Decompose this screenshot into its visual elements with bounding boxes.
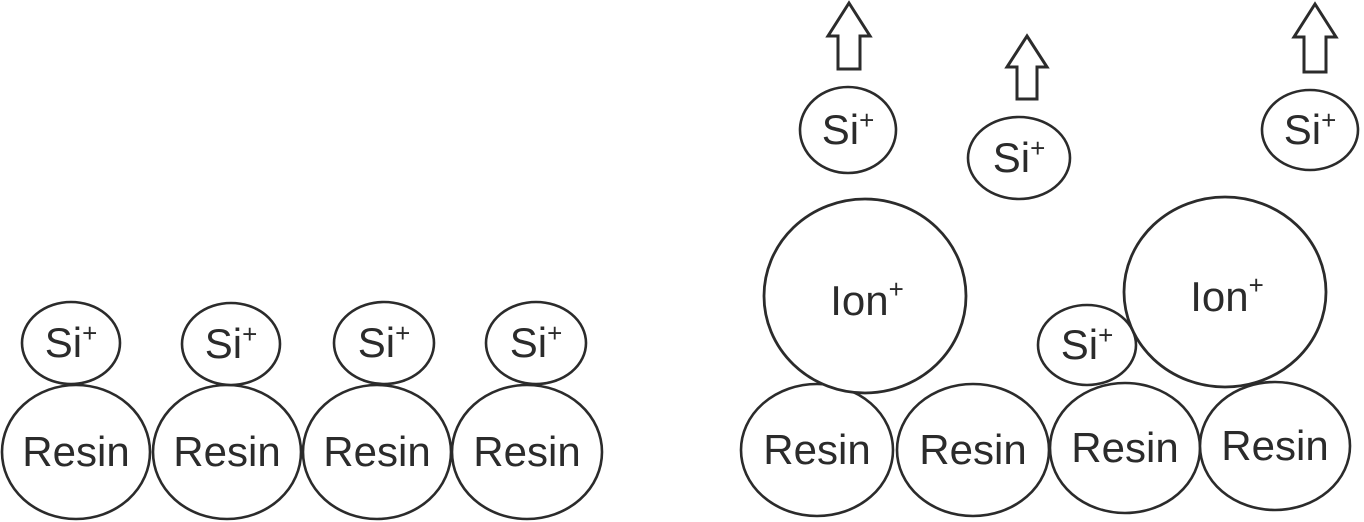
ion-sphere: Ion+	[762, 197, 968, 395]
ion-label: Ion+	[830, 274, 904, 324]
resin-bead: Resin	[895, 382, 1051, 518]
si-circle	[180, 301, 282, 387]
bound-si-ion: Si+	[180, 301, 282, 387]
si-label: Si+	[205, 319, 258, 367]
bound-si-ion: Si+	[20, 300, 122, 386]
ion-circle	[1122, 195, 1328, 389]
si-circle	[1260, 88, 1360, 172]
up-arrow-icon	[1291, 1, 1339, 74]
resin-circle	[1198, 380, 1352, 512]
si-label: Si+	[358, 318, 411, 366]
resin-bead: Resin	[1198, 380, 1352, 512]
resin-circle	[739, 382, 895, 518]
si-circle	[1036, 303, 1138, 387]
ion-sphere: Ion+	[1122, 195, 1328, 389]
si-label: Si+	[510, 318, 563, 366]
left-panel: Resin Resin Resin Resin Si+ Si+ Si+ Si	[0, 300, 604, 521]
bound-si-ion: Si+	[1036, 303, 1138, 387]
resin-label: Resin	[1221, 422, 1328, 469]
resin-bead: Resin	[450, 383, 604, 521]
ion-circle	[762, 197, 968, 395]
resin-label: Resin	[763, 426, 870, 473]
resin-bead: Resin	[301, 383, 453, 521]
resin-label: Resin	[1071, 424, 1178, 471]
si-circle	[20, 300, 122, 386]
right-panel: Resin Resin Resin Resin Si+ Ion+ Ion+	[739, 0, 1360, 518]
resin-bead: Resin	[1048, 381, 1202, 515]
si-label: Si+	[1284, 105, 1337, 153]
resin-label: Resin	[473, 428, 580, 475]
si-label: Si+	[1061, 320, 1114, 368]
ion-label: Ion+	[1190, 270, 1264, 320]
bound-si-ion: Si+	[332, 300, 436, 386]
resin-circle	[450, 383, 604, 521]
resin-label: Resin	[22, 428, 129, 475]
resin-label: Resin	[173, 428, 280, 475]
si-label: Si+	[993, 133, 1046, 181]
resin-bead: Resin	[739, 382, 895, 518]
si-label: Si+	[45, 318, 98, 366]
bound-si-ion: Si+	[484, 300, 588, 386]
resin-label: Resin	[919, 426, 1026, 473]
up-arrow-icon	[825, 0, 873, 71]
resin-label: Resin	[323, 428, 430, 475]
si-circle	[484, 300, 588, 386]
si-circle	[798, 85, 898, 175]
released-si-ion: Si+	[1260, 88, 1360, 172]
si-circle	[332, 300, 436, 386]
up-arrow-icon	[1004, 33, 1050, 101]
released-si-ion: Si+	[798, 85, 898, 175]
si-circle	[966, 115, 1072, 201]
resin-bead: Resin	[151, 383, 303, 521]
si-label: Si+	[822, 105, 875, 153]
resin-bead: Resin	[0, 383, 152, 521]
released-si-ion: Si+	[966, 115, 1072, 201]
